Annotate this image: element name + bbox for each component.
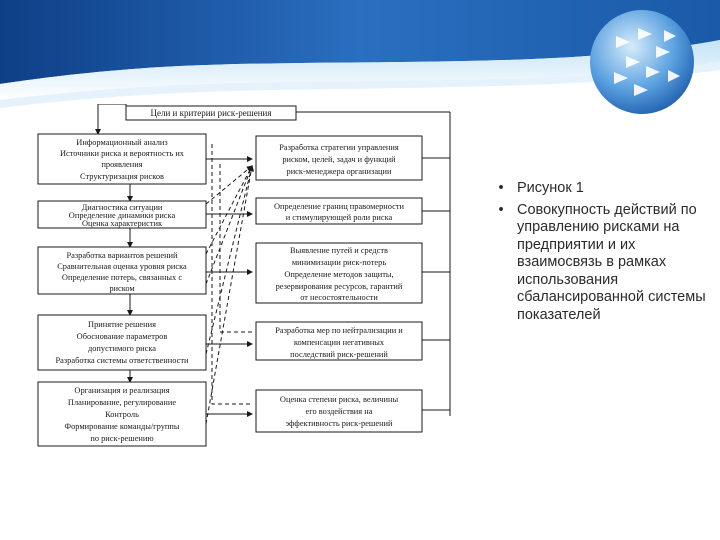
left-box-3: Разработка вариантов решений Сравнительн… (37, 246, 207, 295)
box-line: Диагностика ситуации (82, 203, 163, 212)
diagram-title: Цели и критерии риск-решения (151, 108, 272, 118)
left-box-1: Информационный анализ Источники риска и … (37, 133, 207, 185)
box-line: Оценка характеристик (82, 219, 163, 228)
box-line: риск-менеджера организации (287, 167, 392, 176)
right-box-2: Определение границ правомерности и стиму… (255, 197, 423, 225)
bullet-text: Совокупность действий по управлению риск… (517, 201, 706, 323)
box-line: по риск-решению (90, 434, 153, 443)
bullet-icon: • (498, 180, 504, 196)
left-box-4: Принятие решения Обоснование параметров … (37, 314, 207, 371)
box-line: Контроль (105, 410, 139, 419)
box-line: его воздействия на (306, 407, 373, 416)
box-line: от несостоятельности (300, 293, 378, 302)
box-line: эффективность риск-решений (285, 419, 393, 428)
right-box-5: Оценка степени риска, величины его возде… (255, 389, 423, 433)
box-line: Разработка стратегии управления (279, 143, 399, 152)
box-line: Разработка мер по нейтрализации и (275, 326, 403, 335)
box-line: Планирование, регулирование (68, 398, 176, 407)
box-line: Определение динамики риска (69, 211, 176, 220)
box-line: Разработка вариантов решений (66, 251, 178, 260)
bullet-icon: • (498, 201, 504, 218)
right-box-4: Разработка мер по нейтрализации и компен… (255, 321, 423, 361)
box-line: Определение потерь, связанных с (62, 273, 182, 282)
box-line: Структуризация рисков (80, 172, 164, 181)
box-line: Определение методов защиты, (284, 270, 393, 279)
box-line: резервирования ресурсов, гарантий (276, 282, 403, 291)
box-line: допустимого риска (88, 344, 156, 353)
header-banner (0, 0, 720, 108)
left-box-2: Диагностика ситуации Определение динамик… (37, 200, 207, 229)
box-line: проявления (101, 160, 142, 169)
box-line: последствий риск-решений (290, 350, 388, 359)
right-box-3: Выявление путей и средств минимизации ри… (255, 242, 423, 304)
diagram-title-box: Цели и критерии риск-решения (125, 105, 297, 121)
box-line: Организация и реализация (74, 386, 169, 395)
box-line: Источники риска и вероятность их (60, 149, 185, 158)
box-line: риском (109, 284, 135, 293)
bullet-item: • Совокупность действий по управлению ри… (494, 202, 709, 325)
left-box-5: Организация и реализация Планирование, р… (37, 381, 207, 447)
caption-bullet-list: • Рисунок 1 • Совокупность действий по у… (494, 180, 709, 328)
bullet-item: • Рисунок 1 (494, 180, 709, 198)
box-line: Информационный анализ (76, 138, 168, 147)
box-line: риском, целей, задач и функций (282, 155, 396, 164)
box-line: и стимулирующей роли риска (286, 213, 393, 222)
box-line: компенсации негативных (294, 338, 385, 347)
box-line: Формирование команды/группы (65, 422, 180, 431)
bullet-text: Рисунок 1 (517, 180, 584, 196)
box-line: Определение границ правомерности (274, 202, 405, 211)
box-line: Выявление путей и средств (290, 246, 388, 255)
box-line: Оценка степени риска, величины (280, 395, 399, 404)
right-box-1: Разработка стратегии управления риском, … (255, 135, 423, 181)
box-line: Разработка системы ответственности (56, 356, 190, 365)
risk-management-diagram: Цели и критерии риск-решения Информацион… (37, 104, 451, 447)
box-line: Сравнительная оценка уровня риска (57, 262, 187, 271)
box-line: минимизации риск-потерь (292, 258, 386, 267)
globe-icon (590, 10, 694, 114)
box-line: Обоснование параметров (77, 332, 168, 341)
box-line: Принятие решения (88, 320, 156, 329)
